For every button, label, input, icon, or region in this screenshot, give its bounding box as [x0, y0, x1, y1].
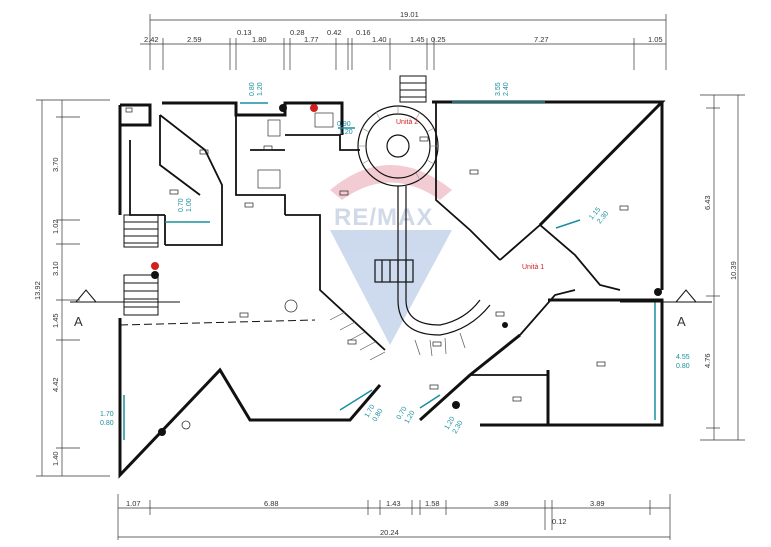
dim-top-5: 0.28 [290, 28, 305, 37]
dim-top-9: 1.40 [372, 35, 387, 44]
dim-bottom-3: 1.43 [386, 499, 401, 508]
win-2-a: 3.55 [495, 82, 502, 96]
win-6-b: 0.80 [676, 363, 690, 370]
dim-top-12: 7.27 [534, 35, 549, 44]
section-mark-left: A [70, 289, 180, 329]
dim-top-11: 0.25 [431, 35, 446, 44]
win-7-a: 1.70 [100, 411, 114, 418]
win-1-b: 1.20 [257, 82, 264, 96]
win-4-b: 1.00 [186, 198, 193, 212]
left-stair-upper [123, 214, 159, 248]
dim-left-overall: 13.92 [33, 281, 42, 300]
dim-right-overall: 10.39 [729, 261, 738, 280]
column-marker [284, 299, 298, 313]
top-dimension-lines [140, 14, 667, 70]
dim-top-13: 1.05 [648, 35, 663, 44]
win-4-a: 0.70 [178, 198, 185, 212]
dim-top-3: 0.13 [237, 28, 252, 37]
section-mark-left-letter: A [74, 314, 83, 329]
dim-left-3: 3.10 [51, 261, 60, 276]
dim-top-8: 0.16 [356, 28, 371, 37]
dim-top-6: 1.77 [304, 35, 319, 44]
section-mark-right: A [620, 289, 712, 329]
unit-2-label: Unità 2 [396, 119, 418, 126]
win-2-b: 2.40 [503, 82, 510, 96]
dim-bottom-1: 1.07 [126, 499, 141, 508]
dim-right-2: 4.76 [703, 353, 712, 368]
dim-top-7: 0.42 [327, 28, 342, 37]
bottom-dimension-lines [117, 494, 671, 540]
exterior-walls [118, 100, 666, 479]
dim-bottom-7: 0.12 [552, 517, 567, 526]
dim-top-2: 2.59 [187, 35, 202, 44]
win-3-b: 1.20 [339, 129, 353, 136]
lower-stair-treads [329, 311, 466, 361]
dim-bottom-overall: 20.24 [380, 528, 399, 537]
dim-left-1: 3.70 [51, 157, 60, 172]
dim-top-overall: 19.01 [400, 10, 419, 19]
dim-top-4: 1.80 [252, 35, 267, 44]
win-6-a: 4.55 [676, 354, 690, 361]
room-label-boxes [125, 107, 629, 402]
fixtures [151, 104, 662, 436]
win-7-b: 0.80 [100, 420, 114, 427]
section-mark-right-letter: A [677, 314, 686, 329]
dim-left-5: 4.42 [51, 377, 60, 392]
dim-right-1: 6.43 [703, 195, 712, 210]
stair-treads [358, 106, 438, 181]
remax-watermark-text: RE/MAX [334, 204, 433, 231]
left-stair-lower [123, 274, 159, 316]
dim-top-10: 1.45 [410, 35, 425, 44]
dim-bottom-2: 6.88 [264, 499, 279, 508]
win-1-a: 0.80 [249, 82, 256, 96]
windows [123, 101, 656, 440]
right-dimension-lines [700, 94, 745, 441]
dim-left-6: 1.40 [51, 451, 60, 466]
remax-watermark: RE/MAX [330, 165, 452, 345]
dim-left-2: 1.02 [51, 219, 60, 234]
dim-left-4: 1.45 [51, 313, 60, 328]
dim-bottom-4: 1.58 [425, 499, 440, 508]
win-3-a: 0.90 [337, 121, 351, 128]
left-dimension-lines [36, 99, 110, 477]
unit-1-label: Unità 1 [522, 264, 544, 271]
dim-bottom-6: 3.89 [590, 499, 605, 508]
dashed-partition [119, 319, 316, 326]
top-stair [399, 75, 427, 103]
dim-top-1: 2.42 [144, 35, 159, 44]
dim-bottom-5: 3.89 [494, 499, 509, 508]
